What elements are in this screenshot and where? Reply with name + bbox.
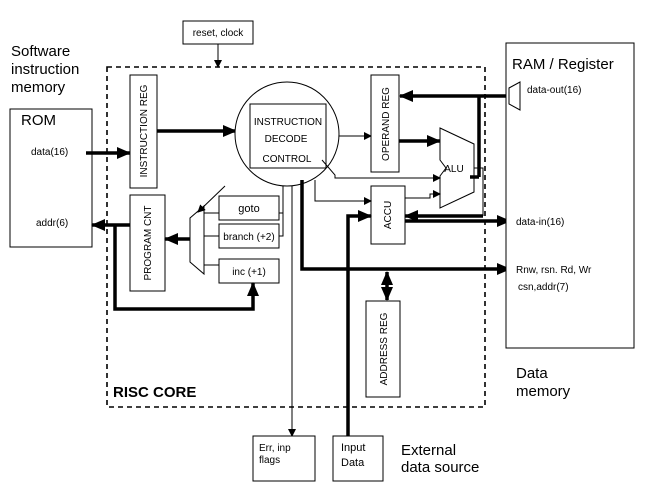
goto-label: goto: [238, 203, 259, 215]
ram-control-label-2: csn,addr(7): [518, 282, 569, 293]
data-in-label: data-in(16): [516, 217, 564, 228]
accu-label: ACCU: [383, 201, 394, 229]
pc-mux-shape: [189, 204, 205, 276]
address-reg-label: ADDRESS REG: [379, 312, 390, 385]
decode-to-branch-control: [279, 213, 284, 237]
rom-box: [9, 108, 93, 248]
decode-label-1: INSTRUCTION: [254, 117, 322, 128]
goto-box: [218, 195, 280, 221]
err-flags-label-1: Err, inp: [259, 443, 291, 454]
address-reg-box: [365, 300, 401, 398]
instruction-decode-box: [249, 103, 327, 169]
operand-reg-box: [370, 74, 400, 173]
rom-data-port: data(16): [31, 147, 68, 158]
input-data-label-1: Input: [341, 442, 365, 454]
input-data-box: [332, 435, 384, 482]
external-source-label-2: data source: [401, 459, 479, 476]
program-cnt-box: [129, 194, 166, 292]
external-source-label-1: External: [401, 442, 456, 459]
data-memory-label-2: memory: [516, 383, 571, 400]
inc-box: [218, 258, 280, 284]
instruction-reg-label: INSTRUCTION REG: [139, 84, 150, 177]
input-data-bus: [346, 210, 372, 436]
operand-reg-label: OPERAND REG: [381, 87, 392, 161]
data-out-label: data-out(16): [527, 85, 581, 96]
software-memory-label-1: Software: [11, 43, 70, 60]
instruction-reg-box: [129, 74, 158, 189]
program-cnt-label: PROGRAM CNT: [143, 206, 154, 281]
alu-label: ALU: [444, 164, 463, 175]
accu-to-alu-line: [405, 190, 441, 199]
decode-to-goto-control: [279, 186, 284, 214]
rom-label: ROM: [21, 112, 56, 129]
software-memory-label-3: memory: [11, 79, 66, 96]
ram-control-label-1: Rnw, rsn. Rd, Wr: [516, 265, 592, 276]
rom-addr-port: addr(6): [36, 218, 68, 229]
ram-register-label: RAM / Register: [512, 56, 614, 73]
alu-output-line: [474, 167, 484, 216]
decode-control-bus: [300, 180, 511, 275]
err-flags-label-2: flags: [259, 455, 280, 466]
err-flags-box: [252, 435, 316, 482]
risc-core-boundary: [106, 66, 486, 408]
reset-clock-label: reset, clock: [193, 28, 245, 39]
data-out-port: [508, 81, 521, 111]
software-memory-label-2: instruction: [11, 61, 79, 78]
ram-register-box: [505, 42, 635, 349]
decode-to-accu-control: [314, 180, 372, 205]
inc-label: inc (+1): [232, 267, 266, 278]
accu-box: [370, 185, 406, 245]
data-memory-label-1: Data: [516, 365, 548, 382]
input-data-label-2: Data: [341, 457, 365, 469]
risc-core-label: RISC CORE: [113, 384, 196, 401]
branch-label: branch (+2): [223, 232, 274, 243]
decode-to-alu-control: [321, 159, 441, 182]
decode-label-3: CONTROL: [263, 154, 312, 165]
decode-to-mux-select: [197, 185, 226, 213]
decode-label-2: DECODE: [265, 134, 308, 145]
pc-feedback-bus: [113, 225, 259, 311]
